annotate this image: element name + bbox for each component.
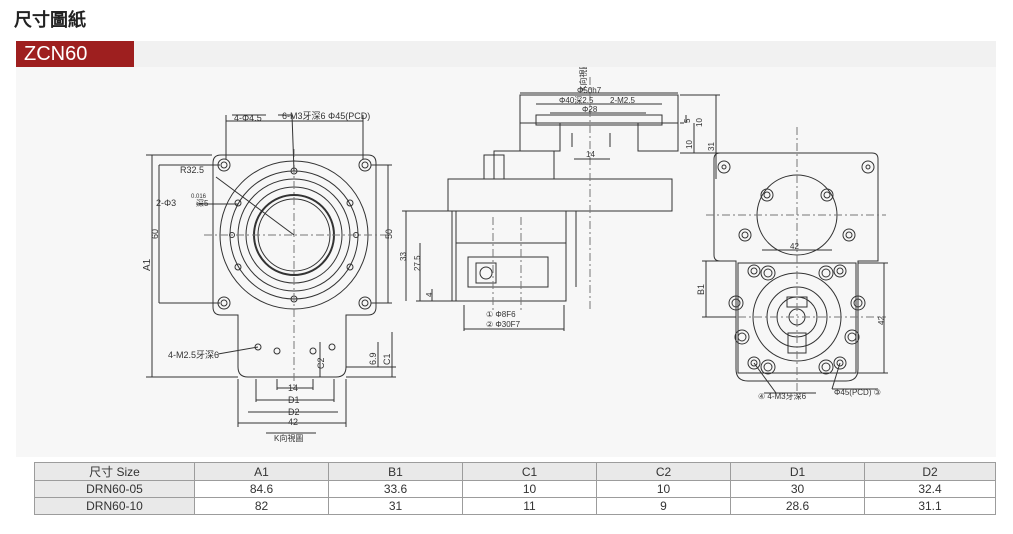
side-dim-275: 27.5 — [413, 255, 422, 271]
side-dim-4: 4 — [425, 292, 434, 297]
row-model: DRN60-05 — [34, 480, 195, 498]
table-row: DRN60-10 82 31 11 9 28.6 31.1 — [34, 497, 996, 515]
front-dim-69: 6.9 — [368, 352, 378, 365]
front-dim-42: 42 — [288, 417, 298, 427]
front-dim-50: 50 — [384, 229, 394, 239]
table-cell: 30 — [730, 480, 865, 498]
model-tag: ZCN60 — [16, 41, 134, 67]
page-title: 尺寸圖紙 — [14, 10, 86, 31]
right-view — [702, 127, 888, 397]
table-cell: 9 — [596, 497, 731, 515]
front-pin-spec: 2-Φ3 — [156, 198, 176, 208]
table-cell: 33.6 — [328, 480, 463, 498]
header-c2: C2 — [596, 462, 731, 481]
side-dim-10a: 10 — [695, 118, 704, 127]
header-d1: D1 — [730, 462, 865, 481]
table-cell: 84.6 — [194, 480, 329, 498]
drawing-svg: 4-Φ4.5 6-M3牙深6 Φ45(PCD) R32.5 2-Φ3 0.016… — [142, 67, 888, 443]
side-phi28: Φ28 — [582, 105, 598, 114]
side-bore1: ① Φ8F6 — [486, 310, 516, 319]
table-row: DRN60-05 84.6 33.6 10 10 30 32.4 — [34, 480, 996, 498]
front-dim-d1: D1 — [288, 395, 300, 405]
header-d2: D2 — [864, 462, 996, 481]
side-dim-31: 31 — [707, 142, 716, 151]
technical-drawing: 4-Φ4.5 6-M3牙深6 Φ45(PCD) R32.5 2-Φ3 0.016… — [16, 67, 996, 457]
table-header-row: 尺寸 Size A1 B1 C1 C2 D1 D2 — [34, 462, 996, 481]
table-cell: 32.4 — [864, 480, 996, 498]
front-dim-a1: A1 — [142, 258, 153, 271]
side-m25: 2-M2.5 — [610, 96, 635, 105]
front-pin-depth: 深5 — [196, 199, 209, 208]
table-cell: 82 — [194, 497, 329, 515]
table-cell: 28.6 — [730, 497, 865, 515]
front-dim-60: 60 — [150, 229, 160, 239]
side-dim-14: 14 — [586, 150, 595, 159]
front-thread-spec: 6-M3牙深6 Φ45(PCD) — [282, 111, 370, 121]
spec-table: 尺寸 Size A1 B1 C1 C2 D1 D2 DRN60-05 84.6 … — [34, 462, 996, 515]
front-view — [146, 114, 396, 434]
header-size: 尺寸 Size — [34, 462, 195, 481]
front-dim-d2: D2 — [288, 407, 300, 417]
front-pin-tol: 0.016 — [191, 194, 207, 200]
front-hole-spec: 4-Φ4.5 — [234, 113, 262, 123]
table-cell: 31 — [328, 497, 463, 515]
side-dim-10b: 10 — [685, 140, 694, 149]
header-a1: A1 — [194, 462, 329, 481]
right-dim-42a: 42 — [790, 242, 799, 251]
front-dim-14: 14 — [288, 383, 298, 393]
front-bottom-thread: 4-M2.5牙深6 — [168, 350, 219, 360]
right-thread: ④ 4-M3牙深6 — [758, 392, 807, 401]
title-band — [16, 41, 996, 67]
table-cell: 10 — [596, 480, 731, 498]
table-cell: 10 — [462, 480, 597, 498]
header-b1: B1 — [328, 462, 463, 481]
side-dim-5: 5 — [683, 118, 692, 123]
front-dim-c2: C2 — [316, 357, 326, 369]
header-c1: C1 — [462, 462, 597, 481]
right-dim-42b: 42 — [877, 316, 886, 325]
front-radius: R32.5 — [180, 165, 204, 175]
table-cell: 11 — [462, 497, 597, 515]
right-pcd: Φ45(PCD) ③ — [834, 388, 881, 397]
side-phi40: Φ40深2.5 — [559, 96, 594, 105]
side-dim-33: 33 — [399, 252, 408, 261]
side-phi50: Φ50h7 — [577, 86, 602, 95]
front-dim-c1: C1 — [382, 353, 392, 365]
table-cell: 31.1 — [864, 497, 996, 515]
side-bore2: ② Φ30F7 — [486, 320, 521, 329]
front-view-label: K向視圖 — [274, 433, 303, 443]
side-view — [402, 77, 720, 331]
side-k-view: K向視圖 — [578, 67, 588, 91]
right-dim-b1: B1 — [696, 284, 706, 295]
row-model: DRN60-10 — [34, 497, 195, 515]
